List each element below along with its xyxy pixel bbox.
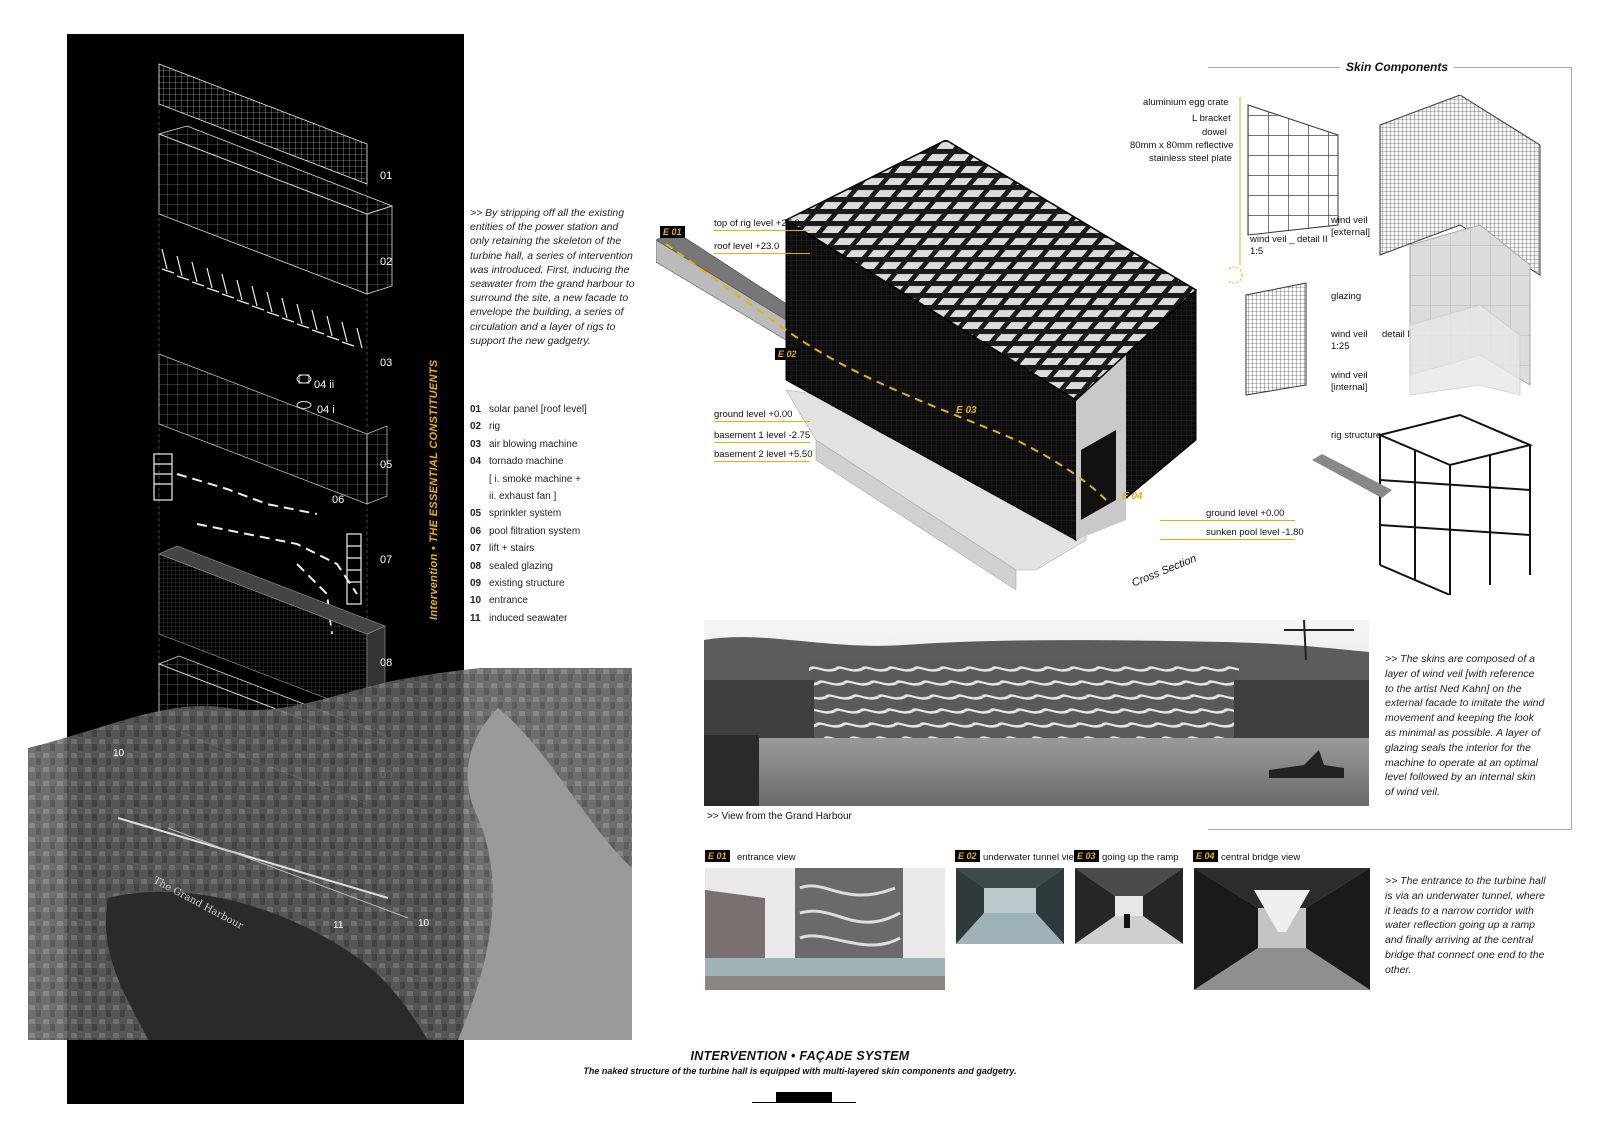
view-label-underwater-tunnel: underwater tunnel view (983, 852, 1081, 863)
page-marker (776, 1092, 832, 1102)
entry-route-path (665, 243, 1107, 501)
aerial-site-map: 10 10 11 The Grand Harbour (28, 668, 632, 1040)
level-roof: roof level +23.0 (714, 241, 780, 252)
label-plate-2: stainless steel plate (1149, 153, 1232, 164)
page-subtitle: The naked structure of the turbine hall … (583, 1066, 1017, 1076)
underwater-tunnel-view-image (956, 868, 1064, 944)
level-line (714, 230, 810, 231)
layer-number-01: 01 (380, 170, 393, 182)
egg-crate-detail (1228, 97, 1339, 396)
legend-item: ii. exhaust fan ] (489, 491, 557, 503)
label-wind-veil-ext-2: [external] (1331, 227, 1371, 238)
skin-description: >> The skins are composed of a layer of … (1385, 653, 1545, 799)
level-line (714, 442, 810, 443)
view-label-ramp: going up the ramp (1102, 852, 1179, 863)
exploded-skin-layers (1376, 95, 1541, 595)
page-marker-line (752, 1102, 856, 1103)
layer-number-06: 06 (332, 494, 345, 506)
label-detail-ii-2: 1:5 (1250, 246, 1264, 257)
view-tag-e03: E 03 (1074, 850, 1099, 862)
level-line (1160, 520, 1295, 521)
aerial-label-10b: 10 (418, 918, 430, 929)
entry-description: >> The entrance to the turbine hall is v… (1385, 875, 1546, 976)
label-wind-veil-ext-1: wind veil (1331, 215, 1368, 226)
building-axonometric (655, 139, 1226, 600)
layer-04-tornado-machine (296, 374, 312, 409)
aerial-photo (28, 668, 632, 1040)
level-line (714, 421, 810, 422)
aerial-label-11: 11 (333, 920, 344, 931)
layer-05-sprinkler-system (158, 353, 388, 505)
rig-structure-frame (1376, 413, 1534, 595)
label-glazing: glazing (1331, 291, 1362, 302)
layer-number-02: 02 (380, 256, 393, 268)
level-basement-2: basement 2 level +5.50 (714, 449, 813, 460)
layer-03-air-blowing-machines (161, 248, 363, 349)
view-label-entrance: entrance view (737, 852, 796, 863)
label-wind-veil-detail-1: wind veil (1331, 329, 1368, 340)
label-rig-structure: rig structure (1331, 430, 1382, 441)
view-tag-e02: E 02 (955, 850, 980, 862)
etag-e04: E 04 (1122, 491, 1143, 502)
aerial-label-10a: 10 (113, 748, 125, 759)
layer-number-03: 03 (380, 357, 393, 369)
layer-number-07: 07 (380, 554, 393, 566)
harbour-view-image (704, 620, 1369, 806)
label-l-bracket: L bracket (1192, 113, 1231, 124)
label-wind-veil-int-2: [internal] (1331, 382, 1368, 393)
level-sunken-pool: sunken pool level -1.80 (1206, 527, 1304, 538)
rig-ramp (1312, 454, 1392, 498)
layer-number-04ii: 04 ii (314, 379, 335, 391)
legend-item: [ i. smoke machine + (489, 473, 581, 485)
label-wind-veil-int-1: wind veil (1331, 370, 1368, 381)
central-bridge-view-image (1194, 868, 1370, 990)
label-dowel: dowel (1202, 127, 1227, 138)
label-detail-ii-1: wind veil _ detail II (1250, 234, 1328, 245)
ramp-view-image (1075, 868, 1183, 944)
etag-e01: E 01 (660, 226, 685, 238)
layer-number-08: 08 (380, 657, 393, 669)
level-ground: ground level +0.00 (714, 409, 793, 420)
vertical-section-title: Intervention • THE ESSENTIAL CONSTITUENT… (428, 359, 440, 620)
layer-number-05: 05 (380, 459, 393, 471)
level-top-rig: top of rig level +27.0 (714, 218, 800, 229)
entrance-view-image (705, 868, 945, 990)
level-line (714, 253, 810, 254)
view-tag-e01: E 01 (705, 850, 730, 862)
label-egg-crate: aluminium egg crate (1143, 97, 1229, 108)
intro-paragraph: >> By stripping off all the existing ent… (470, 207, 635, 347)
etag-e02: E 02 (775, 348, 800, 360)
page-title: INTERVENTION • FAÇADE SYSTEM (690, 1049, 910, 1063)
view-tag-e04: E 04 (1193, 850, 1218, 862)
lift-stairs-icon (153, 453, 362, 605)
harbour-caption: >> View from the Grand Harbour (707, 811, 852, 822)
skin-components-title: Skin Components (1340, 60, 1455, 74)
layer-number-04i: 04 i (317, 404, 335, 416)
label-wind-veil-detail-2: 1:25 (1331, 341, 1350, 352)
building-drawing (655, 139, 1198, 591)
view-label-central-bridge: central bridge view (1221, 852, 1301, 863)
layer-02-rig (157, 125, 394, 295)
level-ground-right: ground level +0.00 (1206, 508, 1285, 519)
level-line (1160, 539, 1295, 540)
label-wind-veil-detail-mid: detail I (1382, 329, 1410, 340)
etag-e03: E 03 (956, 405, 977, 416)
level-basement-1: basement 1 level -2.75 (714, 430, 811, 441)
label-plate-1: 80mm x 80mm reflective (1130, 140, 1234, 151)
harbour-photo (704, 620, 1369, 806)
layer-01-solar-panel (158, 63, 368, 185)
level-line (714, 461, 810, 462)
